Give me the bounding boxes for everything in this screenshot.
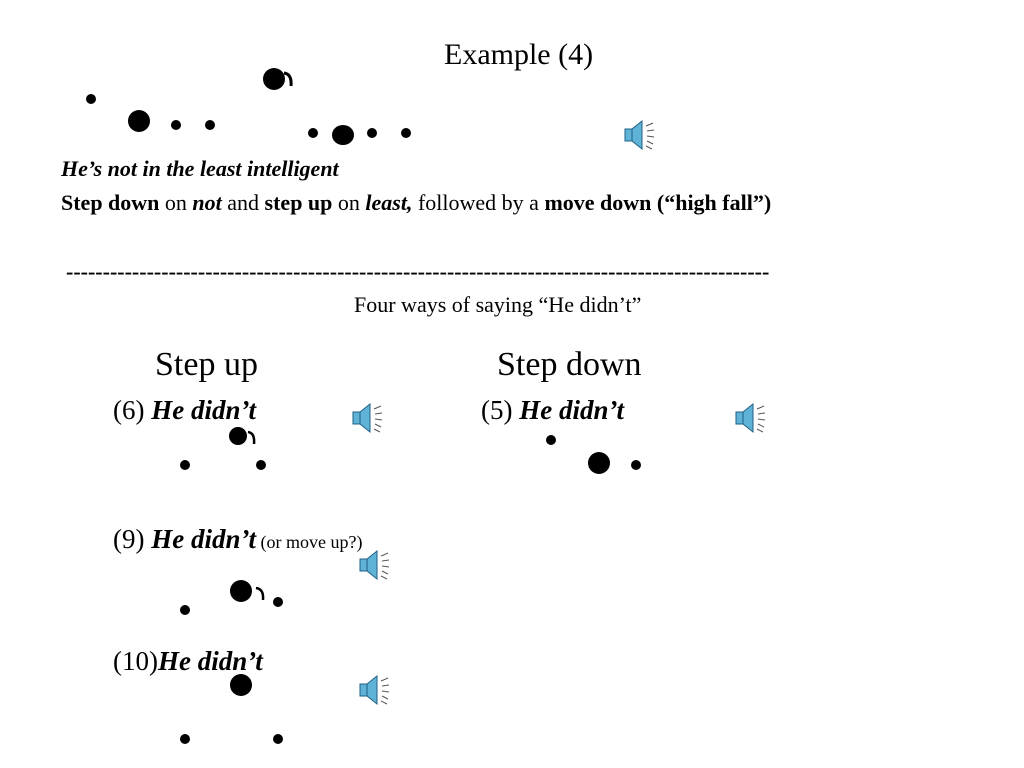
item-9-label: (9) He didn’t (or move up?): [113, 524, 362, 555]
pitch-dot-stressed: [128, 110, 150, 132]
pitch-dot: [180, 605, 190, 615]
pitch-dot: [308, 128, 318, 138]
item-text: He didn’t: [151, 395, 256, 425]
item-10-label: (10)He didn’t: [113, 646, 263, 677]
speaker-icon[interactable]: [357, 548, 391, 582]
pitch-dot: [256, 460, 266, 470]
pitch-dot: [273, 734, 283, 744]
pitch-dot: [180, 460, 190, 470]
item-number: (6): [113, 395, 152, 425]
item-text: He didn’t: [519, 395, 624, 425]
item-5-label: (5) He didn’t: [481, 395, 624, 426]
description-part: followed by a: [412, 190, 545, 215]
speaker-icon[interactable]: [350, 401, 384, 435]
fall-tail-icon: [255, 586, 265, 601]
pitch-dot: [401, 128, 411, 138]
item-number: (5): [481, 395, 520, 425]
speaker-icon[interactable]: [733, 401, 767, 435]
fall-tail-icon: [283, 71, 293, 87]
description-part: on: [159, 190, 193, 215]
heading-step-up: Step up: [155, 346, 258, 383]
description-part: move down (“high fall”): [544, 190, 772, 215]
pitch-dot: [631, 460, 641, 470]
dashed-divider: ----------------------------------------…: [66, 259, 770, 284]
heading-step-down: Step down: [497, 346, 642, 383]
fall-tail-icon: [247, 430, 256, 445]
pitch-dot-stressed: [230, 580, 252, 602]
pitch-dot: [546, 435, 556, 445]
item-note: (or move up?): [255, 532, 363, 552]
pitch-dot-stressed: [332, 125, 354, 145]
description-part: least,: [365, 190, 413, 215]
slide-title: Example (4): [444, 38, 594, 71]
description-part: and: [221, 190, 265, 215]
pitch-dot-stressed: [263, 68, 285, 90]
item-text: He didn’t: [151, 524, 256, 554]
description-part: on: [332, 190, 366, 215]
description-part: not: [192, 190, 222, 215]
pitch-dot: [367, 128, 377, 138]
description-part: Step down: [61, 190, 160, 215]
pitch-dot: [180, 734, 190, 744]
item-number: (10): [113, 646, 158, 676]
pitch-dot-stressed: [230, 674, 252, 696]
pitch-dot: [205, 120, 215, 130]
description-part: step up: [264, 190, 333, 215]
speaker-icon[interactable]: [622, 118, 656, 152]
pitch-dot: [171, 120, 181, 130]
section-subtitle: Four ways of saying “He didn’t”: [354, 292, 642, 317]
item-6-label: (6) He didn’t: [113, 395, 256, 426]
pitch-dot-stressed: [229, 427, 247, 445]
pitch-dot-stressed: [588, 452, 610, 474]
pitch-dot: [273, 597, 283, 607]
example-description: Step down on not and step up on least, f…: [61, 190, 771, 216]
item-text: He didn’t: [157, 646, 263, 676]
speaker-icon[interactable]: [357, 673, 391, 707]
item-number: (9): [113, 524, 152, 554]
example-sentence: He’s not in the least intelligent: [61, 156, 339, 181]
pitch-dot: [86, 94, 96, 104]
